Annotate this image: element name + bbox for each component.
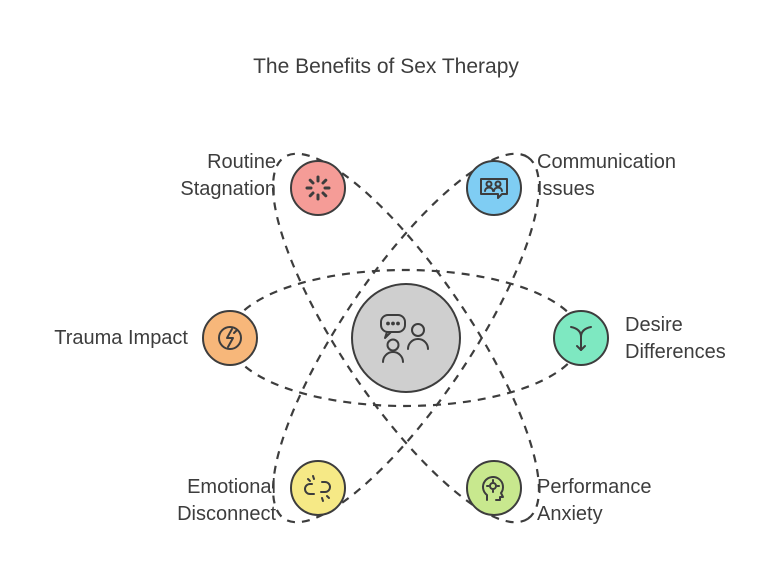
label-line: Communication	[537, 151, 676, 173]
label-line: Emotional	[187, 476, 276, 498]
diagram-title: The Benefits of Sex Therapy	[253, 55, 519, 78]
node-performance	[466, 460, 522, 516]
label-line: Anxiety	[537, 503, 603, 525]
label-communication-issues: Communication Issues	[537, 149, 676, 203]
label-trauma-impact: Trauma Impact	[54, 325, 188, 352]
node-communication	[466, 160, 522, 216]
label-desire-differences: Desire Differences	[625, 312, 726, 366]
head-gear-icon	[482, 476, 504, 501]
label-line: Routine	[207, 151, 276, 173]
broken-link-icon	[304, 475, 331, 502]
center-circle	[351, 283, 461, 393]
label-emotional-disconnect: Emotional Disconnect	[177, 474, 276, 528]
node-routine	[290, 160, 346, 216]
label-line: Disconnect	[177, 503, 276, 525]
node-trauma	[202, 310, 258, 366]
center-node	[351, 283, 461, 393]
label-routine-stagnation: Routine Stagnation	[180, 149, 276, 203]
node-desire	[553, 310, 609, 366]
label-line: Issues	[537, 178, 595, 200]
label-line: Differences	[625, 341, 726, 363]
loader-icon	[305, 175, 331, 201]
merge-arrow-icon	[570, 326, 592, 351]
orbit-diagonal-b	[271, 152, 541, 524]
orbit-diagonal-a	[271, 152, 541, 524]
label-line: Performance	[537, 476, 652, 498]
node-emotional	[290, 460, 346, 516]
people-talking-icon	[380, 314, 429, 363]
label-line: Trauma Impact	[54, 327, 188, 349]
people-chat-icon	[480, 178, 508, 199]
label-line: Desire	[625, 314, 683, 336]
label-line: Stagnation	[180, 178, 276, 200]
brain-lightning-icon	[218, 326, 242, 350]
label-performance-anxiety: Performance Anxiety	[537, 474, 652, 528]
